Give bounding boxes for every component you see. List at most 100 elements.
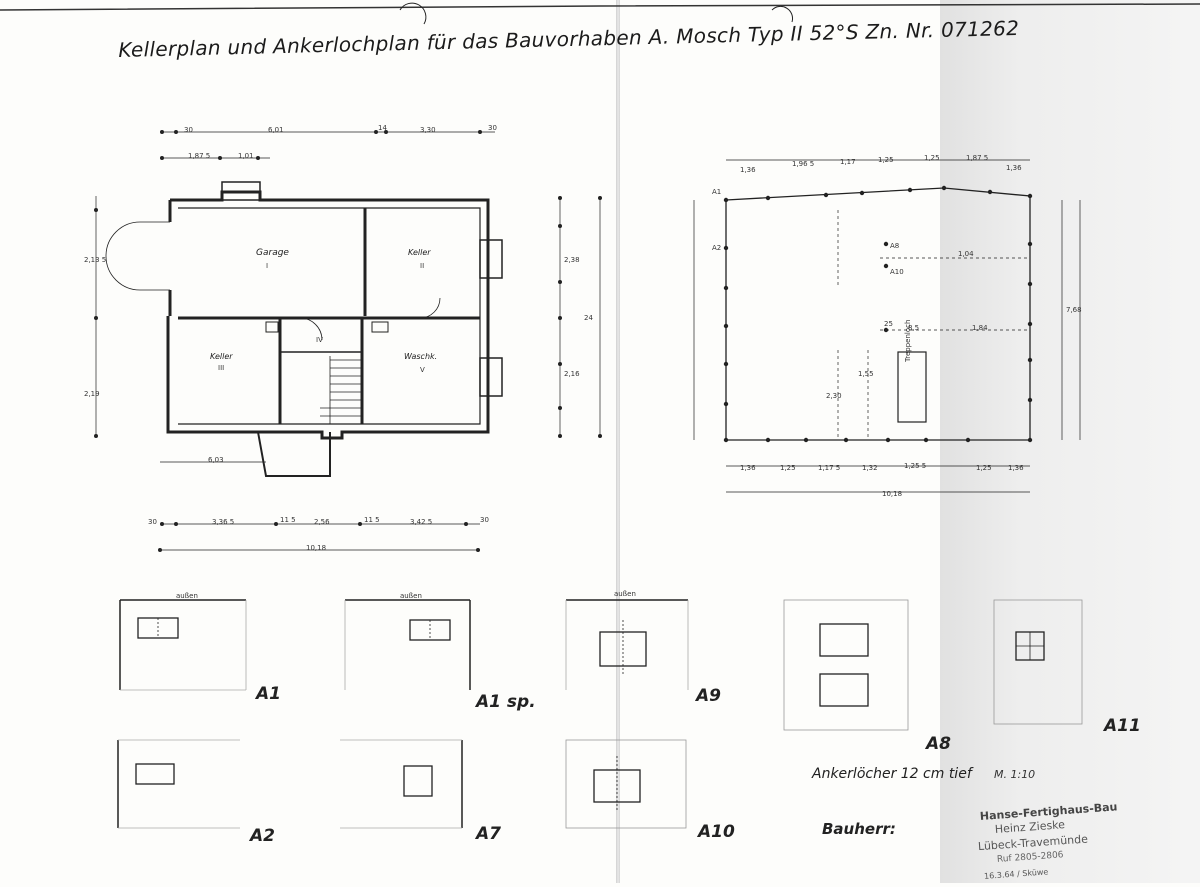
dim-text: 1,25 bbox=[780, 464, 796, 472]
dim-text: 2,16 bbox=[564, 370, 580, 378]
anchor-plan bbox=[725, 187, 1031, 441]
dim-text: 1,25 bbox=[924, 154, 940, 162]
basement-plan bbox=[105, 181, 503, 477]
anchor-label: A10 bbox=[890, 268, 904, 276]
door-swing bbox=[299, 317, 323, 341]
dim-text: 2,13 5 bbox=[84, 256, 107, 264]
dim-text: 2,38 bbox=[564, 256, 580, 264]
dim-text: 1,01 bbox=[238, 152, 254, 160]
detail-a10 bbox=[565, 739, 687, 829]
detail-a1sp-label: A1 sp. bbox=[476, 692, 536, 712]
detail-a11 bbox=[993, 599, 1083, 725]
detail-a2-label: A2 bbox=[250, 826, 275, 846]
dim-text: 2,19 bbox=[84, 390, 100, 398]
dim-text: 1,36 bbox=[1006, 164, 1022, 172]
dim-total-text: 7,68 bbox=[1066, 306, 1082, 314]
detail-a7-label: A7 bbox=[476, 824, 501, 844]
stamp-line: 16.3.64 / Sküwe bbox=[983, 867, 1049, 881]
dim-text: 3,42 5 bbox=[410, 518, 433, 526]
chimney bbox=[371, 321, 389, 333]
dim-total-text: 10,18 bbox=[306, 544, 327, 552]
dim-text: 1,32 bbox=[862, 464, 878, 472]
dim-text: 1,04 bbox=[958, 250, 974, 258]
dim-text: 8,5 bbox=[908, 324, 920, 332]
light-well bbox=[479, 239, 503, 279]
dim-text: 1,84 bbox=[972, 324, 988, 332]
sheet-border bbox=[0, 3, 1200, 11]
massstab-note: M. 1:10 bbox=[994, 768, 1036, 781]
stair bbox=[320, 356, 362, 424]
treppenloch-label: Treppenloch bbox=[904, 319, 912, 362]
light-well bbox=[479, 357, 503, 397]
dim-text: 1,55 bbox=[858, 370, 874, 378]
punch-mark bbox=[399, 2, 427, 25]
dim-text: 3,36 5 bbox=[212, 518, 235, 526]
detail-a9 bbox=[565, 599, 689, 690]
dimension-lines bbox=[95, 131, 601, 551]
detail-a1-label: A1 bbox=[256, 684, 281, 704]
anchor-points bbox=[723, 185, 1033, 443]
dim-text: 1,36 bbox=[1008, 464, 1024, 472]
anchor-label: A1 bbox=[712, 188, 722, 196]
detail-a10-label: A10 bbox=[698, 822, 735, 842]
room-waschk-label: Waschk. bbox=[404, 352, 438, 361]
dim-text: 1,87 5 bbox=[966, 154, 989, 162]
detail-a11-label: A11 bbox=[1104, 716, 1141, 736]
detail-a2 bbox=[117, 739, 240, 829]
chimney bbox=[265, 321, 279, 333]
anchor-dimension-lines bbox=[693, 159, 1081, 493]
dim-text: 1,25 bbox=[976, 464, 992, 472]
dim-text: 1,25 5 bbox=[904, 462, 927, 470]
detail-a1 bbox=[119, 599, 247, 691]
punch-mark bbox=[771, 5, 794, 23]
dim-total-text: 10,18 bbox=[882, 490, 903, 498]
aussen-label: außen bbox=[176, 592, 198, 600]
dim-text: 2,56 bbox=[314, 518, 330, 526]
dimension-ticks bbox=[94, 130, 602, 552]
stamp-line: Ruf 2805-2806 bbox=[996, 850, 1064, 865]
room-garage-num: I bbox=[266, 262, 269, 270]
detail-a1sp bbox=[344, 599, 471, 690]
dim-text: 1,96 5 bbox=[792, 160, 815, 168]
dim-text: 1,17 5 bbox=[818, 464, 841, 472]
stamp-line: Lübeck-Travemünde bbox=[977, 832, 1089, 854]
detail-a7 bbox=[340, 739, 463, 829]
room-keller2-num: II bbox=[420, 262, 425, 270]
outer-wall bbox=[166, 190, 490, 440]
detail-a8-label: A8 bbox=[926, 734, 951, 754]
dim-text: 1,36 bbox=[740, 464, 756, 472]
door-swing bbox=[105, 221, 170, 291]
anchor-label: A8 bbox=[890, 242, 900, 250]
room-iv-num: IV bbox=[316, 336, 323, 344]
detail-a9-label: A9 bbox=[696, 686, 721, 706]
room-keller3-num: III bbox=[218, 364, 225, 372]
dim-text: 30 bbox=[488, 124, 497, 132]
light-well bbox=[221, 181, 261, 201]
anchor-label: A2 bbox=[712, 244, 722, 252]
room-keller2-label: Keller bbox=[408, 248, 431, 257]
dim-text: 3,30 bbox=[420, 126, 436, 134]
dim-text: 24 bbox=[584, 314, 593, 322]
dim-text: 1,25 bbox=[878, 156, 894, 164]
detail-a8 bbox=[783, 599, 909, 731]
dim-text: 2,30 bbox=[826, 392, 842, 400]
company-stamp: Hanse-Fertighaus-Bau Heinz Zieske Lübeck… bbox=[966, 800, 1118, 887]
aussen-label: außen bbox=[614, 590, 636, 598]
ankerloecher-note: Ankerlöcher 12 cm tief bbox=[812, 766, 972, 782]
dim-text: 30 bbox=[148, 518, 157, 526]
room-keller3-label: Keller bbox=[210, 352, 233, 361]
paper-fold bbox=[616, 0, 620, 883]
dim-text: 6,01 bbox=[268, 126, 284, 134]
dim-text: 30 bbox=[184, 126, 193, 134]
dim-text: 30 bbox=[480, 516, 489, 524]
dim-text: 11 5 bbox=[280, 516, 296, 524]
room-waschk-num: V bbox=[420, 366, 425, 374]
dim-text: 25 bbox=[884, 320, 893, 328]
entrance-well bbox=[257, 431, 331, 477]
treppenloch-outline bbox=[897, 351, 927, 423]
bauherr-label: Bauherr: bbox=[822, 820, 896, 838]
dim-text: 14 bbox=[378, 124, 387, 132]
aussen-label: außen bbox=[400, 592, 422, 600]
outer-wall-inner bbox=[178, 207, 481, 425]
dim-text: 1,87 5 bbox=[188, 152, 211, 160]
